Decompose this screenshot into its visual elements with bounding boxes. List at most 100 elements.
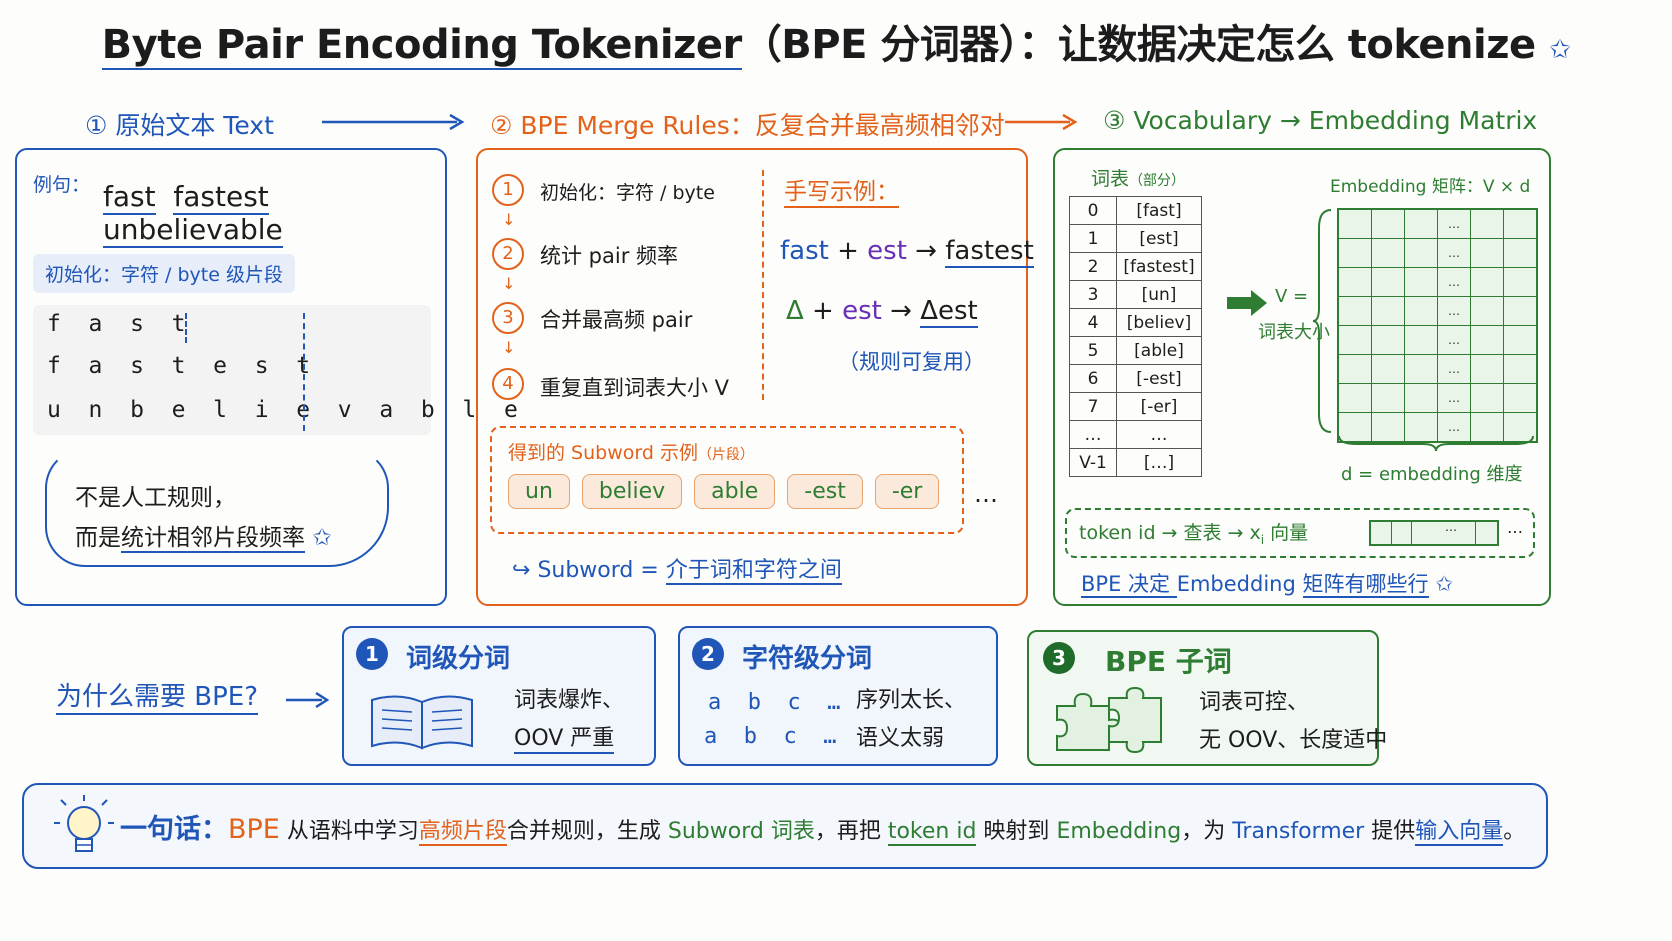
- vocab-row: 3[un]: [1069, 280, 1202, 309]
- vocab-row: V-1[…]: [1069, 448, 1202, 477]
- vocab-id: V-1: [1069, 448, 1117, 477]
- subword-chip: un: [508, 474, 570, 509]
- embedding-cell: …: [1437, 296, 1471, 326]
- star-icon: ✩: [1549, 35, 1571, 65]
- embedding-cell: [1337, 325, 1372, 355]
- arrow-down-icon: ↓: [502, 274, 516, 293]
- char-grid: f a s t f a s t e s t u n b e l i e v a …: [33, 305, 518, 435]
- embedding-row: …: [1337, 267, 1538, 297]
- vocab-token: […]: [1116, 448, 1202, 477]
- d-label: d = embedding 维度: [1341, 464, 1523, 485]
- embedding-cell: [1470, 296, 1504, 326]
- panel-merge-rules: 1 初始化：字符 / byte ↓ 2 统计 pair 频率 ↓ 3 合并最高频…: [476, 148, 1034, 606]
- vocab-token: [fastest]: [1116, 252, 1202, 281]
- v-sub-label: 词表大小: [1258, 322, 1330, 343]
- embedding-cell: [1371, 208, 1405, 239]
- page-title: Byte Pair Encoding Tokenizer（BPE 分词器）：让数…: [0, 12, 1672, 70]
- subword-chip: -est: [787, 474, 863, 509]
- vocab-id: 5: [1069, 336, 1117, 365]
- embedding-cell: [1503, 412, 1538, 443]
- embedding-row: …: [1337, 325, 1538, 355]
- section-header-vocab: ③ Vocabulary → Embedding Matrix: [1103, 106, 1538, 135]
- lookup-box: token id → 查表 → xi 向量 … …: [1065, 508, 1535, 558]
- brace-left: [1313, 209, 1332, 433]
- vector-strip: …: [1369, 520, 1499, 546]
- card-text: 词表爆炸、: [514, 688, 625, 713]
- embedding-cell: [1404, 383, 1438, 413]
- brace-bottom: [1338, 435, 1534, 452]
- merge-example-2: Δ + est → Δest: [786, 296, 978, 328]
- divider: [185, 313, 187, 343]
- note-emphasis: 统计相邻片段频率: [121, 525, 305, 553]
- section-header-merge: ② BPE Merge Rules：反复合并最高频相邻对: [490, 111, 1005, 140]
- divider: [762, 170, 764, 400]
- embedding-cell: [1337, 296, 1372, 326]
- embedding-cell: …: [1437, 383, 1471, 413]
- embedding-cell: [1371, 296, 1405, 326]
- subword-definition: ↪ Subword = 介于词和字符之间: [512, 558, 842, 585]
- embedding-cell: [1371, 325, 1405, 355]
- why-question: 为什么需要 BPE?: [56, 676, 259, 715]
- ellipsis: …: [974, 480, 998, 508]
- embedding-cell: [1470, 412, 1504, 443]
- word: fast: [103, 180, 156, 215]
- card-text: 序列太长、: [856, 688, 967, 713]
- vocab-title: 词表（部分）: [1091, 168, 1186, 190]
- word: fastest: [173, 180, 269, 215]
- summary-bar: 一句话：BPE 从语料中学习高频片段合并规则，生成 Subword 词表，再把 …: [22, 783, 1548, 869]
- vocab-id: 2: [1069, 252, 1117, 281]
- embedding-cell: …: [1437, 267, 1471, 297]
- arrow-right-icon: [322, 113, 465, 131]
- vocab-id: 3: [1069, 280, 1117, 309]
- vocab-row: 6[-est]: [1069, 364, 1202, 393]
- lookup-text: token id → 查表 → xi 向量: [1079, 522, 1309, 547]
- card-number: 1: [356, 638, 388, 670]
- vocab-row: ……: [1069, 420, 1202, 449]
- char-row: u n b e l i e v a b l e: [47, 397, 518, 423]
- embedding-matrix: ……………………: [1337, 208, 1538, 443]
- example-label: 例句：: [33, 174, 91, 196]
- embedding-row: …: [1337, 412, 1538, 443]
- subword-title: 得到的 Subword 示例（片段）: [508, 442, 754, 464]
- card-bpe-subword: 3 BPE 子词 词表可控、 无 OOV、长度适中: [1027, 630, 1387, 766]
- divider: [303, 313, 305, 431]
- step-item: 3: [492, 302, 524, 334]
- vocab-id: …: [1069, 420, 1117, 449]
- card-text: 无 OOV、长度适中: [1199, 728, 1388, 753]
- title-main: Byte Pair Encoding Tokenizer: [101, 22, 742, 70]
- book-icon: [371, 695, 473, 750]
- embedding-cell: [1337, 383, 1372, 413]
- embedding-cell: …: [1437, 238, 1471, 268]
- embedding-cell: [1470, 325, 1504, 355]
- section-header-text: ① 原始文本 Text: [85, 111, 274, 140]
- vocab-row: 1[est]: [1069, 224, 1202, 253]
- subword-chip: able: [694, 474, 776, 509]
- step-label: 初始化：字符 / byte: [540, 182, 715, 204]
- bpe-decides-text: BPE 决定 Embedding 矩阵有哪些行 ✩: [1081, 572, 1453, 598]
- embedding-cell: [1470, 208, 1504, 239]
- vocab-token: [-er]: [1116, 392, 1202, 421]
- embedding-cell: [1470, 267, 1504, 297]
- embedding-row: …: [1337, 296, 1538, 326]
- embedding-cell: [1404, 267, 1438, 297]
- embedding-cell: [1503, 208, 1538, 239]
- embedding-cell: [1503, 238, 1538, 268]
- char-sequence: a b c …: [708, 690, 841, 715]
- embedding-cell: [1503, 267, 1538, 297]
- step-item: 2: [492, 238, 524, 270]
- vocab-token: …: [1116, 420, 1202, 449]
- card-title: 字符级分词: [742, 644, 873, 674]
- embedding-cell: [1503, 354, 1538, 384]
- embedding-cell: [1404, 296, 1438, 326]
- vocab-row: 0[fast]: [1069, 196, 1202, 225]
- vocab-row: 4[believ]: [1069, 308, 1202, 337]
- vocab-token: [believ]: [1116, 308, 1202, 337]
- init-label: 初始化：字符 / byte 级片段: [33, 254, 295, 293]
- vocab-table: 0[fast]1[est]2[fastest]3[un]4[believ]5[a…: [1069, 196, 1202, 477]
- embedding-cell: [1371, 412, 1405, 443]
- panel-vocab-embedding: 词表（部分） 0[fast]1[est]2[fastest]3[un]4[bel…: [1053, 148, 1551, 606]
- curved-arrow-icon: ↪: [512, 558, 531, 583]
- vocab-token: [est]: [1116, 224, 1202, 253]
- card-number: 2: [692, 638, 724, 670]
